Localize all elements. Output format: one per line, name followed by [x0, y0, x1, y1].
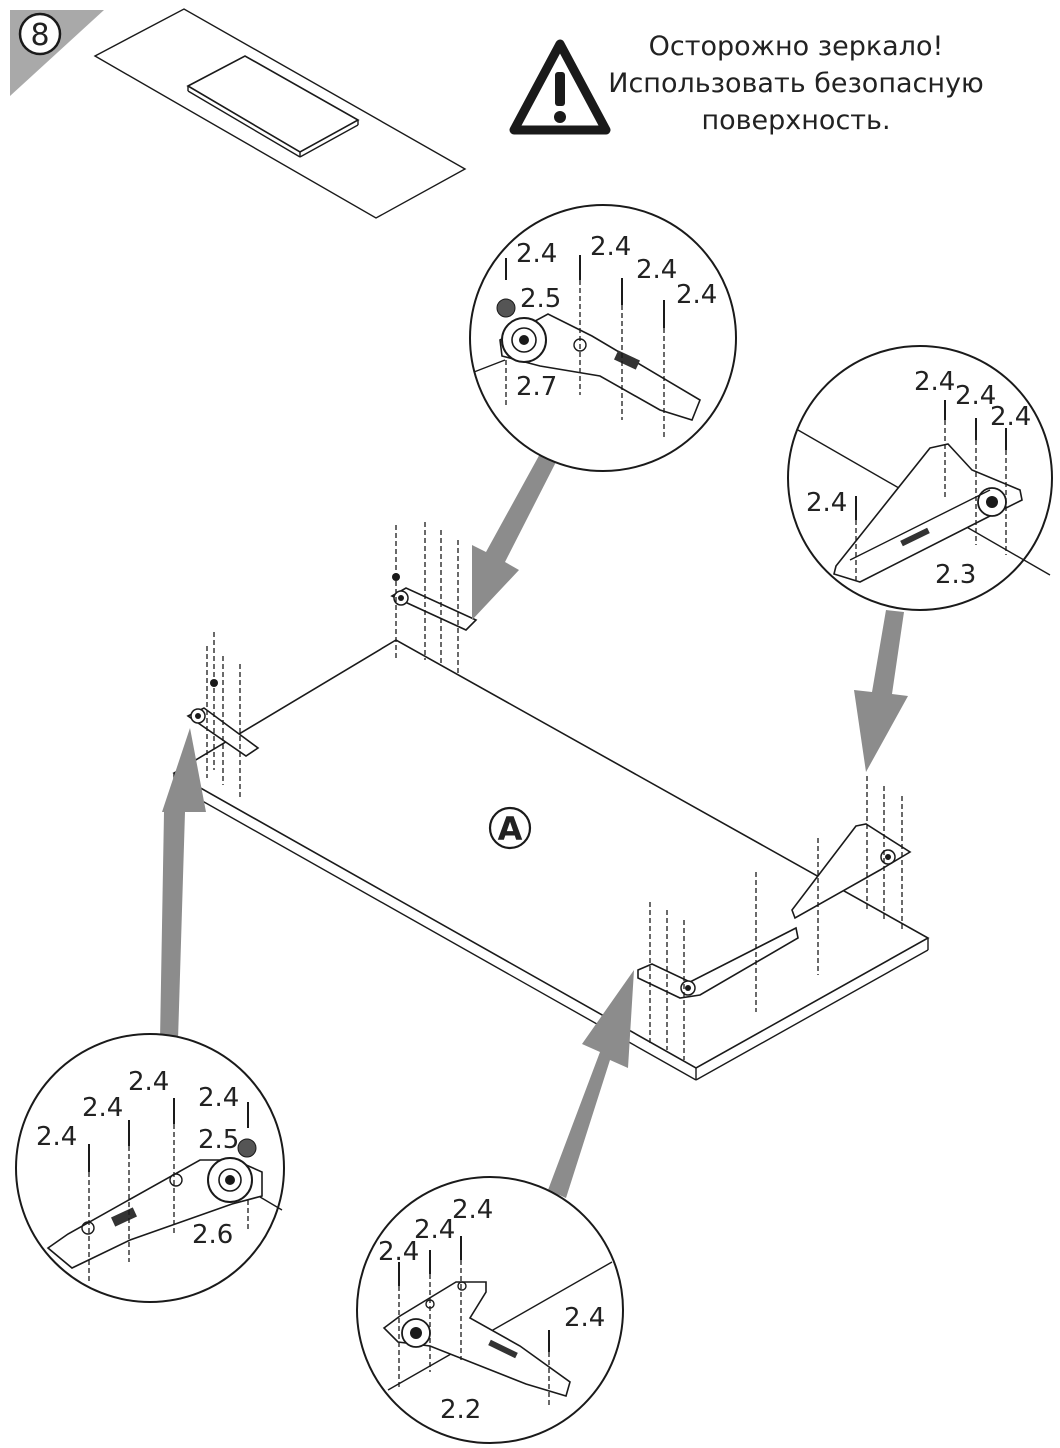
warning-line-3: поверхность. — [701, 105, 890, 136]
detail-top-screw-label-2: 2.4 — [590, 232, 631, 262]
detail-bottom-screw-label-2: 2.4 — [414, 1215, 455, 1245]
detail-top-spacer-label: 2.5 — [520, 284, 561, 314]
detail-right-screw-label-4: 2.4 — [806, 488, 847, 518]
detail-left-spacer-label: 2.5 — [198, 1125, 239, 1155]
detail-bottom-hinge-label: 2.2 — [440, 1395, 481, 1425]
hinge-on-panel-right — [791, 776, 912, 975]
detail-bottom-screw-label-4: 2.4 — [564, 1303, 605, 1333]
detail-bottom-screw-label-3: 2.4 — [452, 1195, 493, 1225]
detail-top-hinge-label: 2.7 — [516, 372, 557, 402]
detail-circle-right: 2.4 2.4 2.4 2.4 2.3 — [787, 345, 1053, 611]
hinge-on-panel-top — [390, 522, 478, 675]
arrow-left-detail — [160, 728, 206, 1040]
detail-circle-bottom: 2.4 2.4 2.4 2.4 2.2 — [356, 1176, 624, 1444]
thumbnail-mirror-on-sheet — [93, 8, 467, 219]
detail-left-screw-label-2: 2.4 — [82, 1093, 123, 1123]
panel-label: A — [498, 810, 523, 848]
detail-left-hinge-label: 2.6 — [192, 1220, 233, 1250]
panel-label-circle — [488, 806, 532, 850]
detail-top-screw-label-4: 2.4 — [676, 280, 717, 310]
detail-top-screw-label-3: 2.4 — [636, 255, 677, 285]
mirror-panel: A — [172, 639, 930, 1081]
warning-line-2: Использовать безопасную — [608, 68, 983, 99]
step-badge: 8 — [10, 10, 104, 96]
detail-right-screw-label-3: 2.4 — [990, 402, 1031, 432]
detail-right-hinge-label: 2.3 — [935, 560, 976, 590]
arrow-bottom-detail — [548, 970, 634, 1198]
detail-bottom-screw-label-1: 2.4 — [378, 1237, 419, 1267]
arrow-top-detail — [472, 452, 557, 620]
hinge-on-panel-left — [186, 632, 260, 800]
detail-circle-top: 2.4 2.4 2.4 2.4 2.5 2.7 — [469, 204, 737, 472]
detail-right-screw-label-1: 2.4 — [914, 367, 955, 397]
step-number: 8 — [30, 18, 49, 53]
warning-triangle-icon — [509, 39, 611, 135]
detail-left-screw-label-3: 2.4 — [128, 1067, 169, 1097]
detail-left-screw-label-4: 2.4 — [198, 1083, 239, 1113]
hinge-on-panel-bottom — [637, 872, 799, 1060]
detail-left-screw-label-1: 2.4 — [36, 1122, 77, 1152]
detail-right-screw-label-2: 2.4 — [955, 381, 996, 411]
warning-line-1: Осторожно зеркало! — [649, 31, 944, 62]
detail-circle-left: 2.4 2.4 2.4 2.4 2.5 2.6 — [15, 1033, 285, 1303]
arrow-right-detail — [854, 610, 908, 772]
detail-top-screw-label-1: 2.4 — [516, 239, 557, 269]
